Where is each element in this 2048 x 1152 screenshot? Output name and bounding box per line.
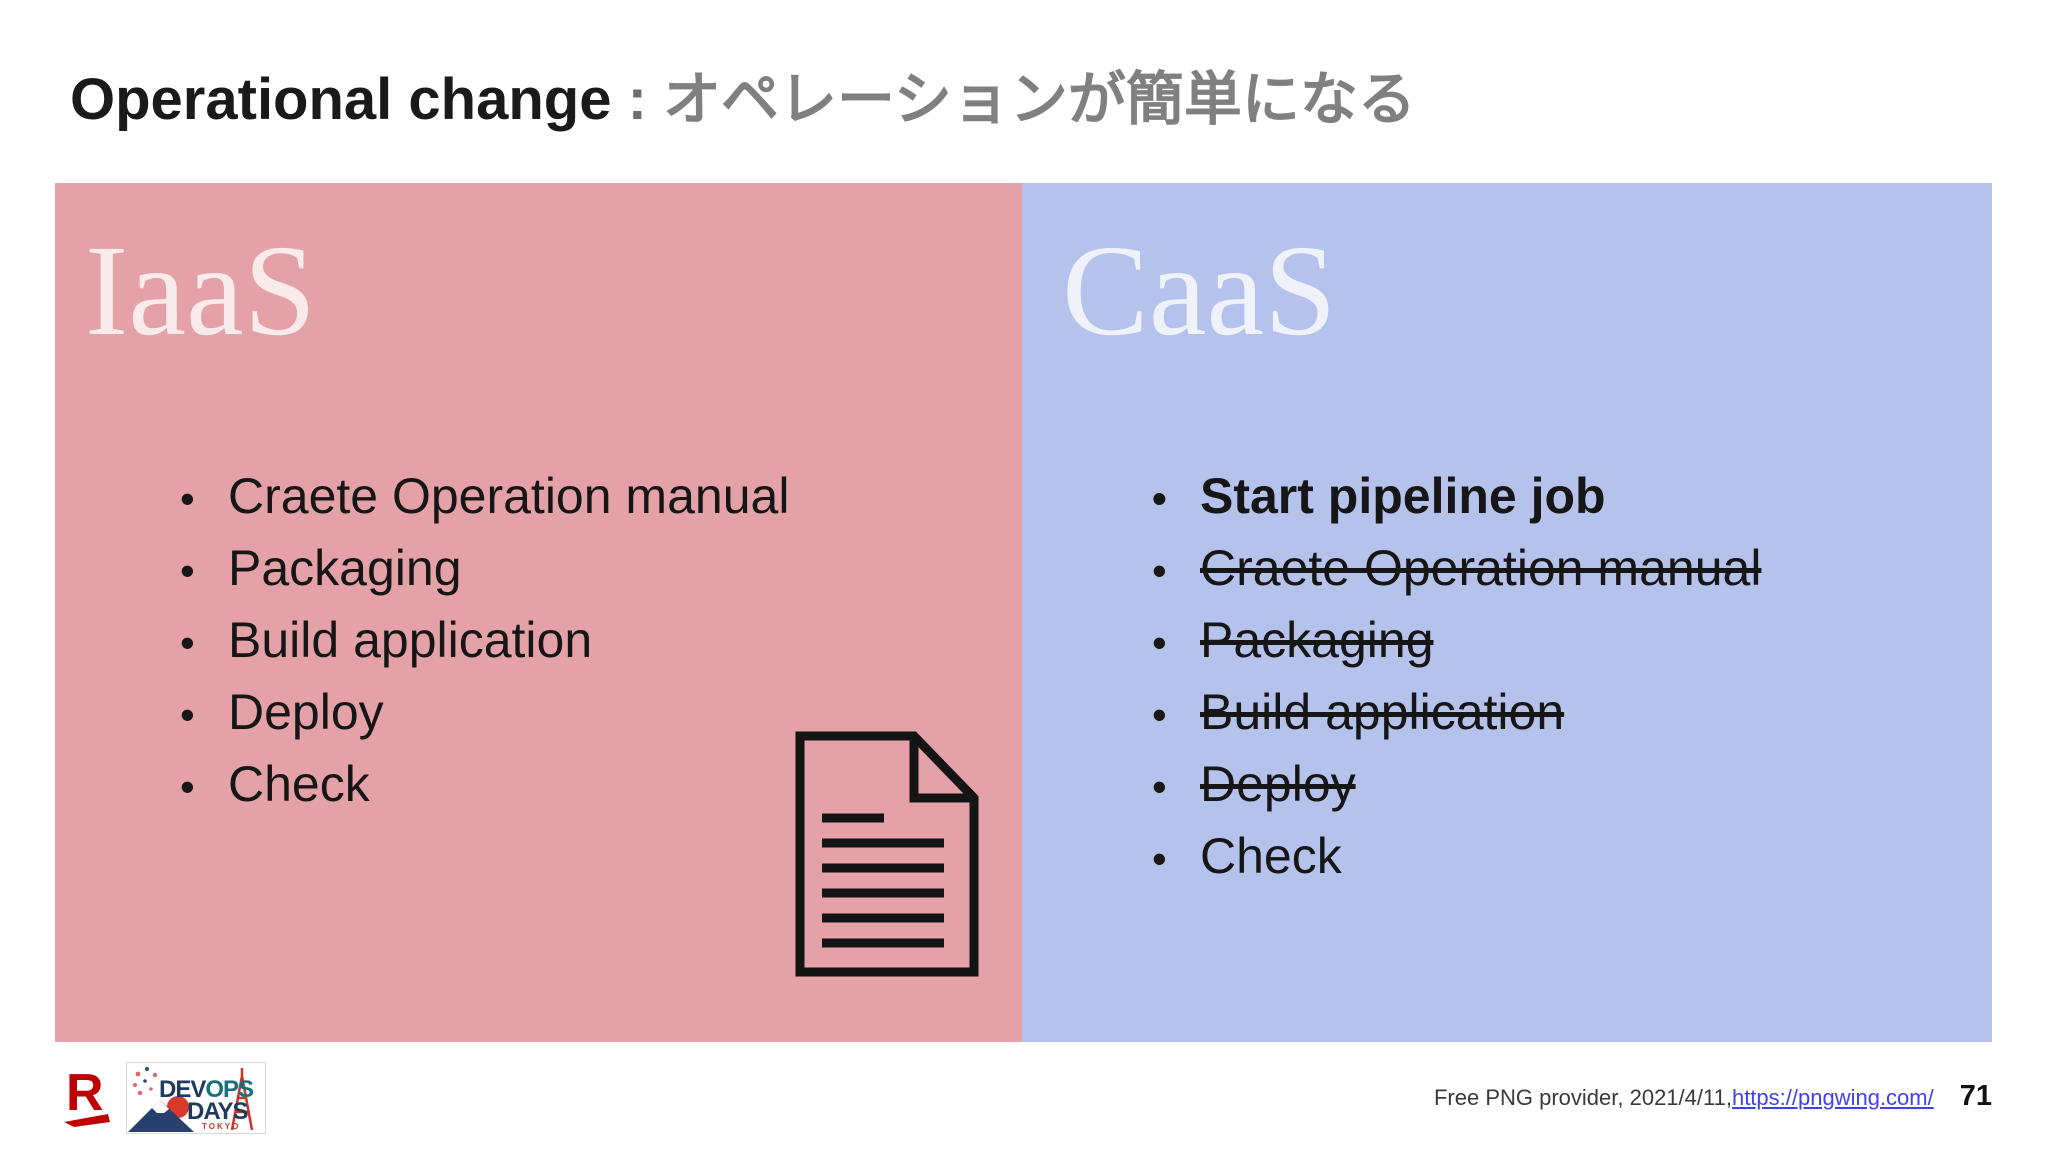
svg-text:DEVOPS: DEVOPS xyxy=(159,1076,254,1103)
rakuten-letter: R xyxy=(66,1064,104,1122)
list-item: •Packaging xyxy=(1152,604,1761,676)
caas-heading: CaaS xyxy=(1062,219,1337,363)
list-item: •Start pipeline job xyxy=(1152,460,1761,532)
list-item: •Check xyxy=(180,748,789,820)
iaas-panel: IaaS •Craete Operation manual •Packaging… xyxy=(55,183,1022,1042)
list-item: •Craete Operation manual xyxy=(1152,532,1761,604)
footer-credit: Free PNG provider, 2021/4/11, https://pn… xyxy=(1434,1080,1992,1113)
bullet-icon: • xyxy=(1152,547,1167,594)
bullet-icon: • xyxy=(180,691,195,738)
credit-link[interactable]: https://pngwing.com/ xyxy=(1731,1085,1934,1110)
devopsdays-tokyo-logo-icon: DEVOPS DAYS TOKYO xyxy=(126,1062,266,1134)
devopsdays-dev-text: DEV xyxy=(159,1076,206,1103)
caas-bullet-list: •Start pipeline job •Craete Operation ma… xyxy=(1152,460,1761,892)
bullet-icon: • xyxy=(1152,475,1167,522)
rakuten-logo-icon: R xyxy=(64,1064,110,1127)
iaas-bullet-list: •Craete Operation manual •Packaging •Bui… xyxy=(180,460,789,820)
credit-text: Free PNG provider, 2021/4/11, xyxy=(1433,1085,1732,1110)
caas-panel: CaaS •Start pipeline job •Craete Operati… xyxy=(1022,183,1992,1042)
bullet-icon: • xyxy=(1152,835,1167,882)
list-item: •Build application xyxy=(1152,676,1761,748)
bullet-icon: • xyxy=(1152,691,1167,738)
list-item: •Packaging xyxy=(180,532,789,604)
list-item: •Build application xyxy=(180,604,789,676)
bullet-icon: • xyxy=(180,547,195,594)
page-number: 71 xyxy=(1959,1080,1992,1112)
iaas-heading: IaaS xyxy=(85,219,316,363)
list-item: •Deploy xyxy=(1152,748,1761,820)
document-icon xyxy=(795,731,979,977)
list-item: •Check xyxy=(1152,820,1761,892)
title-separator: : xyxy=(611,67,664,132)
list-item: •Deploy xyxy=(180,676,789,748)
title-english: Operational change xyxy=(70,67,612,132)
title-japanese: オペレーションが簡単になる xyxy=(663,67,1416,132)
page-title: Operational change : オペレーションが簡単になる xyxy=(70,52,1416,136)
bullet-icon: • xyxy=(180,619,195,666)
bullet-icon: • xyxy=(180,763,195,810)
devopsdays-tokyo-text: TOKYO xyxy=(202,1122,240,1131)
bullet-icon: • xyxy=(1152,763,1167,810)
bullet-icon: • xyxy=(180,475,195,522)
list-item: •Craete Operation manual xyxy=(180,460,789,532)
bullet-icon: • xyxy=(1152,619,1167,666)
devopsdays-days-text: DAYS xyxy=(187,1098,248,1125)
devopsdays-ops-text: OPS xyxy=(205,1076,254,1103)
